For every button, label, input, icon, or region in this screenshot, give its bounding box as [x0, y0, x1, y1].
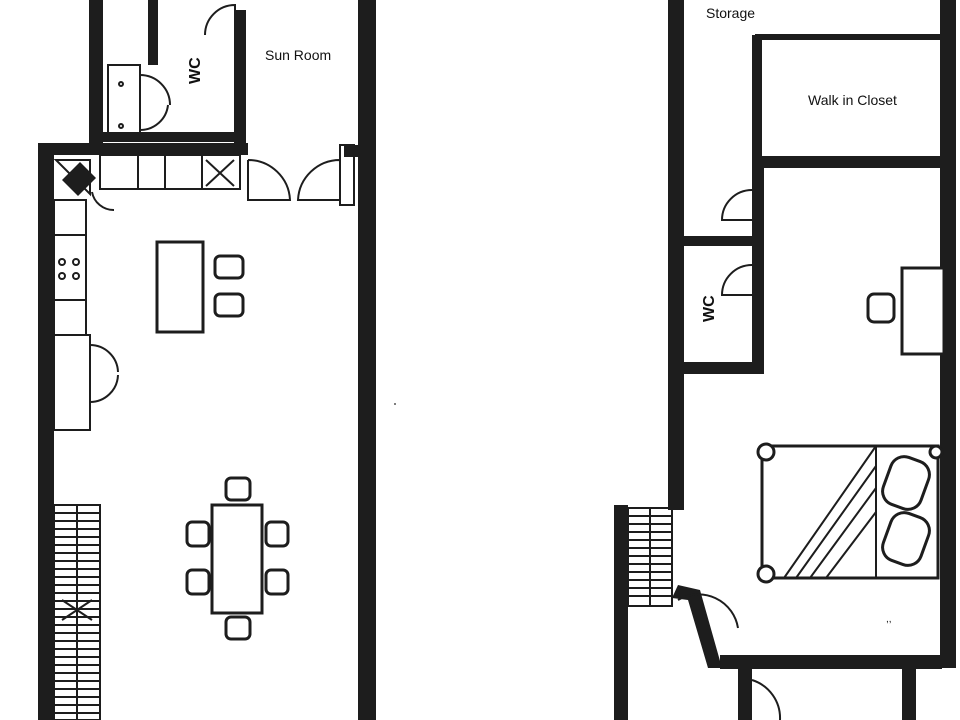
sunroom-door-right: [296, 158, 341, 201]
wall-closet-bottom: [752, 156, 942, 168]
bed-post-tr: [928, 444, 944, 460]
staircase-upper: [627, 507, 673, 607]
ground-floor-plan: WC Sun Room: [38, 0, 376, 720]
wall-sunroom-west: [234, 10, 246, 155]
desk: [900, 266, 946, 356]
wall-stub-bottom-left: [738, 668, 752, 720]
staircase-ground: [53, 504, 101, 720]
wall-stub-bottom-right: [902, 668, 916, 720]
wc-fixture-bottom: [118, 123, 124, 129]
label-sun-room: Sun Room: [265, 47, 331, 63]
wall-closet-west: [752, 35, 762, 165]
pantry-door: [89, 344, 119, 403]
wall-wc-upper-bottom: [684, 362, 764, 374]
landing-door: [677, 593, 739, 629]
closet-top-line: [755, 34, 942, 40]
wall-wc-top-short: [148, 0, 158, 65]
label-wc-ground: WC: [187, 57, 204, 84]
chair-left-2: [185, 568, 211, 596]
upper-floor-plan: ,, Storage Walk in Closet WC: [614, 0, 956, 720]
wc-cupboard-door: [139, 74, 171, 132]
corner-door-swing: [91, 191, 115, 212]
kitchen-counter-left: [53, 199, 87, 336]
chair-top: [224, 476, 252, 502]
wall-sunroom-stub-right: [344, 145, 360, 157]
kitchen-island: [155, 240, 205, 334]
wall-landing-angle: [672, 585, 722, 668]
wall-west-upper: [668, 0, 684, 510]
bed-post-tl: [756, 442, 776, 462]
upper-wc-door: [720, 264, 753, 296]
chair-left-1: [185, 520, 211, 548]
wc-cupboard: [107, 64, 141, 134]
wc-door-swing: [204, 3, 236, 36]
pantry: [53, 334, 91, 431]
stool-2: [213, 292, 245, 318]
wall-west-wc: [89, 0, 103, 145]
chair-right-2: [264, 568, 290, 596]
pillow-top: [881, 455, 931, 511]
pillow-bottom: [881, 511, 931, 567]
wall-wc-bottom: [100, 132, 240, 142]
stool-1: [213, 254, 245, 280]
bottom-door: [751, 679, 782, 720]
bed: [756, 442, 944, 584]
bed-post-bl: [756, 564, 776, 584]
wall-kitchen-top: [38, 143, 248, 155]
wall-landing-bottom: [720, 655, 942, 669]
hob-2: [72, 258, 80, 266]
upper-door-top: [720, 189, 753, 221]
wall-wc-upper-top: [684, 236, 754, 246]
speck-1: [394, 403, 396, 405]
wall-landing-west: [614, 505, 628, 720]
wall-east-ground: [358, 0, 376, 720]
label-storage: Storage: [706, 5, 755, 21]
dining-table: [210, 503, 264, 615]
wall-wc-upper-east: [752, 165, 764, 373]
label-wc-upper: WC: [701, 295, 718, 322]
chair-bottom: [224, 615, 252, 641]
corner-appliance: [62, 162, 96, 196]
hob-4: [72, 272, 80, 280]
wc-fixture-top: [118, 81, 124, 87]
counter-sink-x: [205, 159, 235, 187]
mark-tick: ,,: [886, 614, 892, 625]
hob-3: [58, 272, 66, 280]
label-walk-in-closet: Walk in Closet: [808, 92, 897, 108]
wall-east-upper: [940, 0, 956, 668]
hob-1: [58, 258, 66, 266]
wall-west-ground: [38, 143, 54, 720]
chair-right-1: [264, 520, 290, 548]
sunroom-door-left: [247, 158, 292, 201]
kitchen-counter-top: [99, 154, 241, 190]
desk-chair: [866, 292, 896, 324]
